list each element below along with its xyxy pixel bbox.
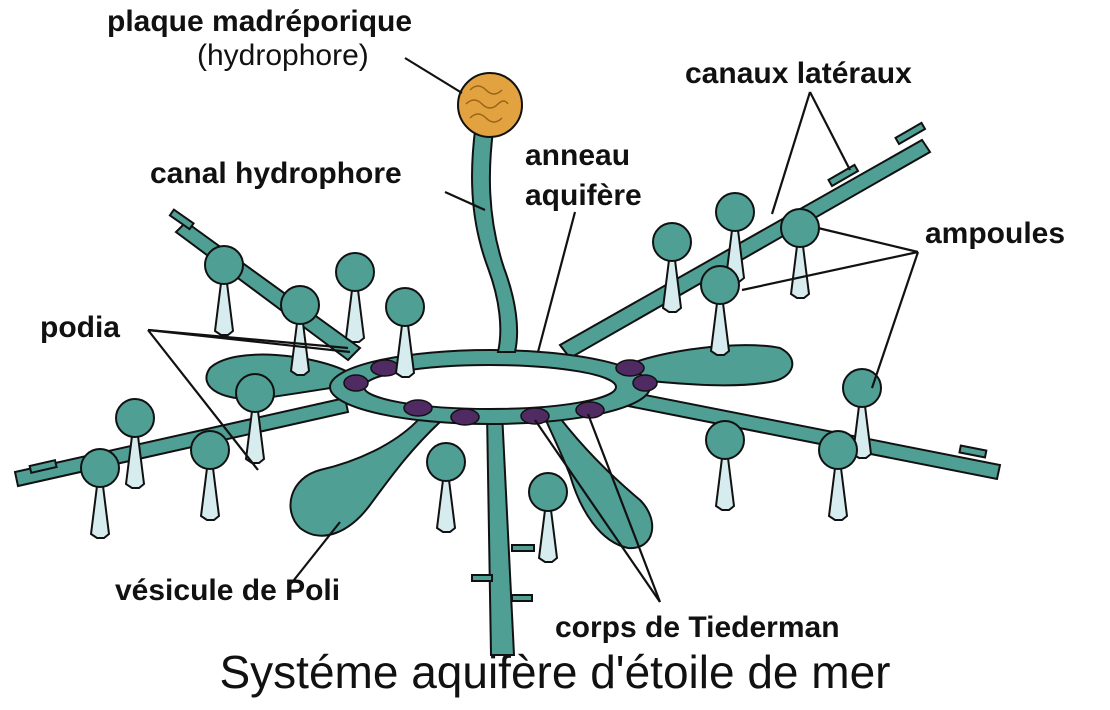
- label-podia: podia: [40, 311, 120, 344]
- stone-canal: [471, 109, 519, 353]
- radial-canal-bottom: [485, 411, 516, 656]
- diagram-caption: Systéme aquifère d'étoile de mer: [219, 646, 891, 698]
- label-polian-vesicle: vésicule de Poli: [115, 574, 341, 607]
- tiedemann-bodies: [343, 359, 658, 426]
- madreporite-plate: [457, 72, 523, 138]
- polian-vesicle-right: [626, 344, 794, 387]
- polian-vesicle-left: [205, 353, 352, 400]
- polian-vesicles: [205, 344, 794, 550]
- radial-canal-upper-right: [558, 138, 932, 360]
- label-ampullae: ampoules: [925, 217, 1066, 250]
- label-madreporite-sub: (hydrophore): [197, 39, 369, 72]
- leader-lines: [147, 57, 920, 603]
- polian-vesicle-bottom-left: [289, 416, 443, 537]
- label-ring-canal-line1: anneau: [525, 139, 631, 172]
- label-ring-canal-line2: aquifère: [525, 179, 642, 212]
- radial-canal-upper-left: [174, 220, 362, 362]
- radial-canal-right: [616, 388, 1002, 481]
- label-madreporite: plaque madréporique: [107, 5, 413, 38]
- radial-canal-left: [13, 396, 350, 488]
- label-tiedemann-bodies: corps de Tiederman: [555, 611, 840, 644]
- label-stone-canal: canal hydrophore: [150, 157, 402, 190]
- lateral-canal-spurs: [28, 121, 988, 602]
- label-lateral-canals: canaux latéraux: [685, 57, 912, 90]
